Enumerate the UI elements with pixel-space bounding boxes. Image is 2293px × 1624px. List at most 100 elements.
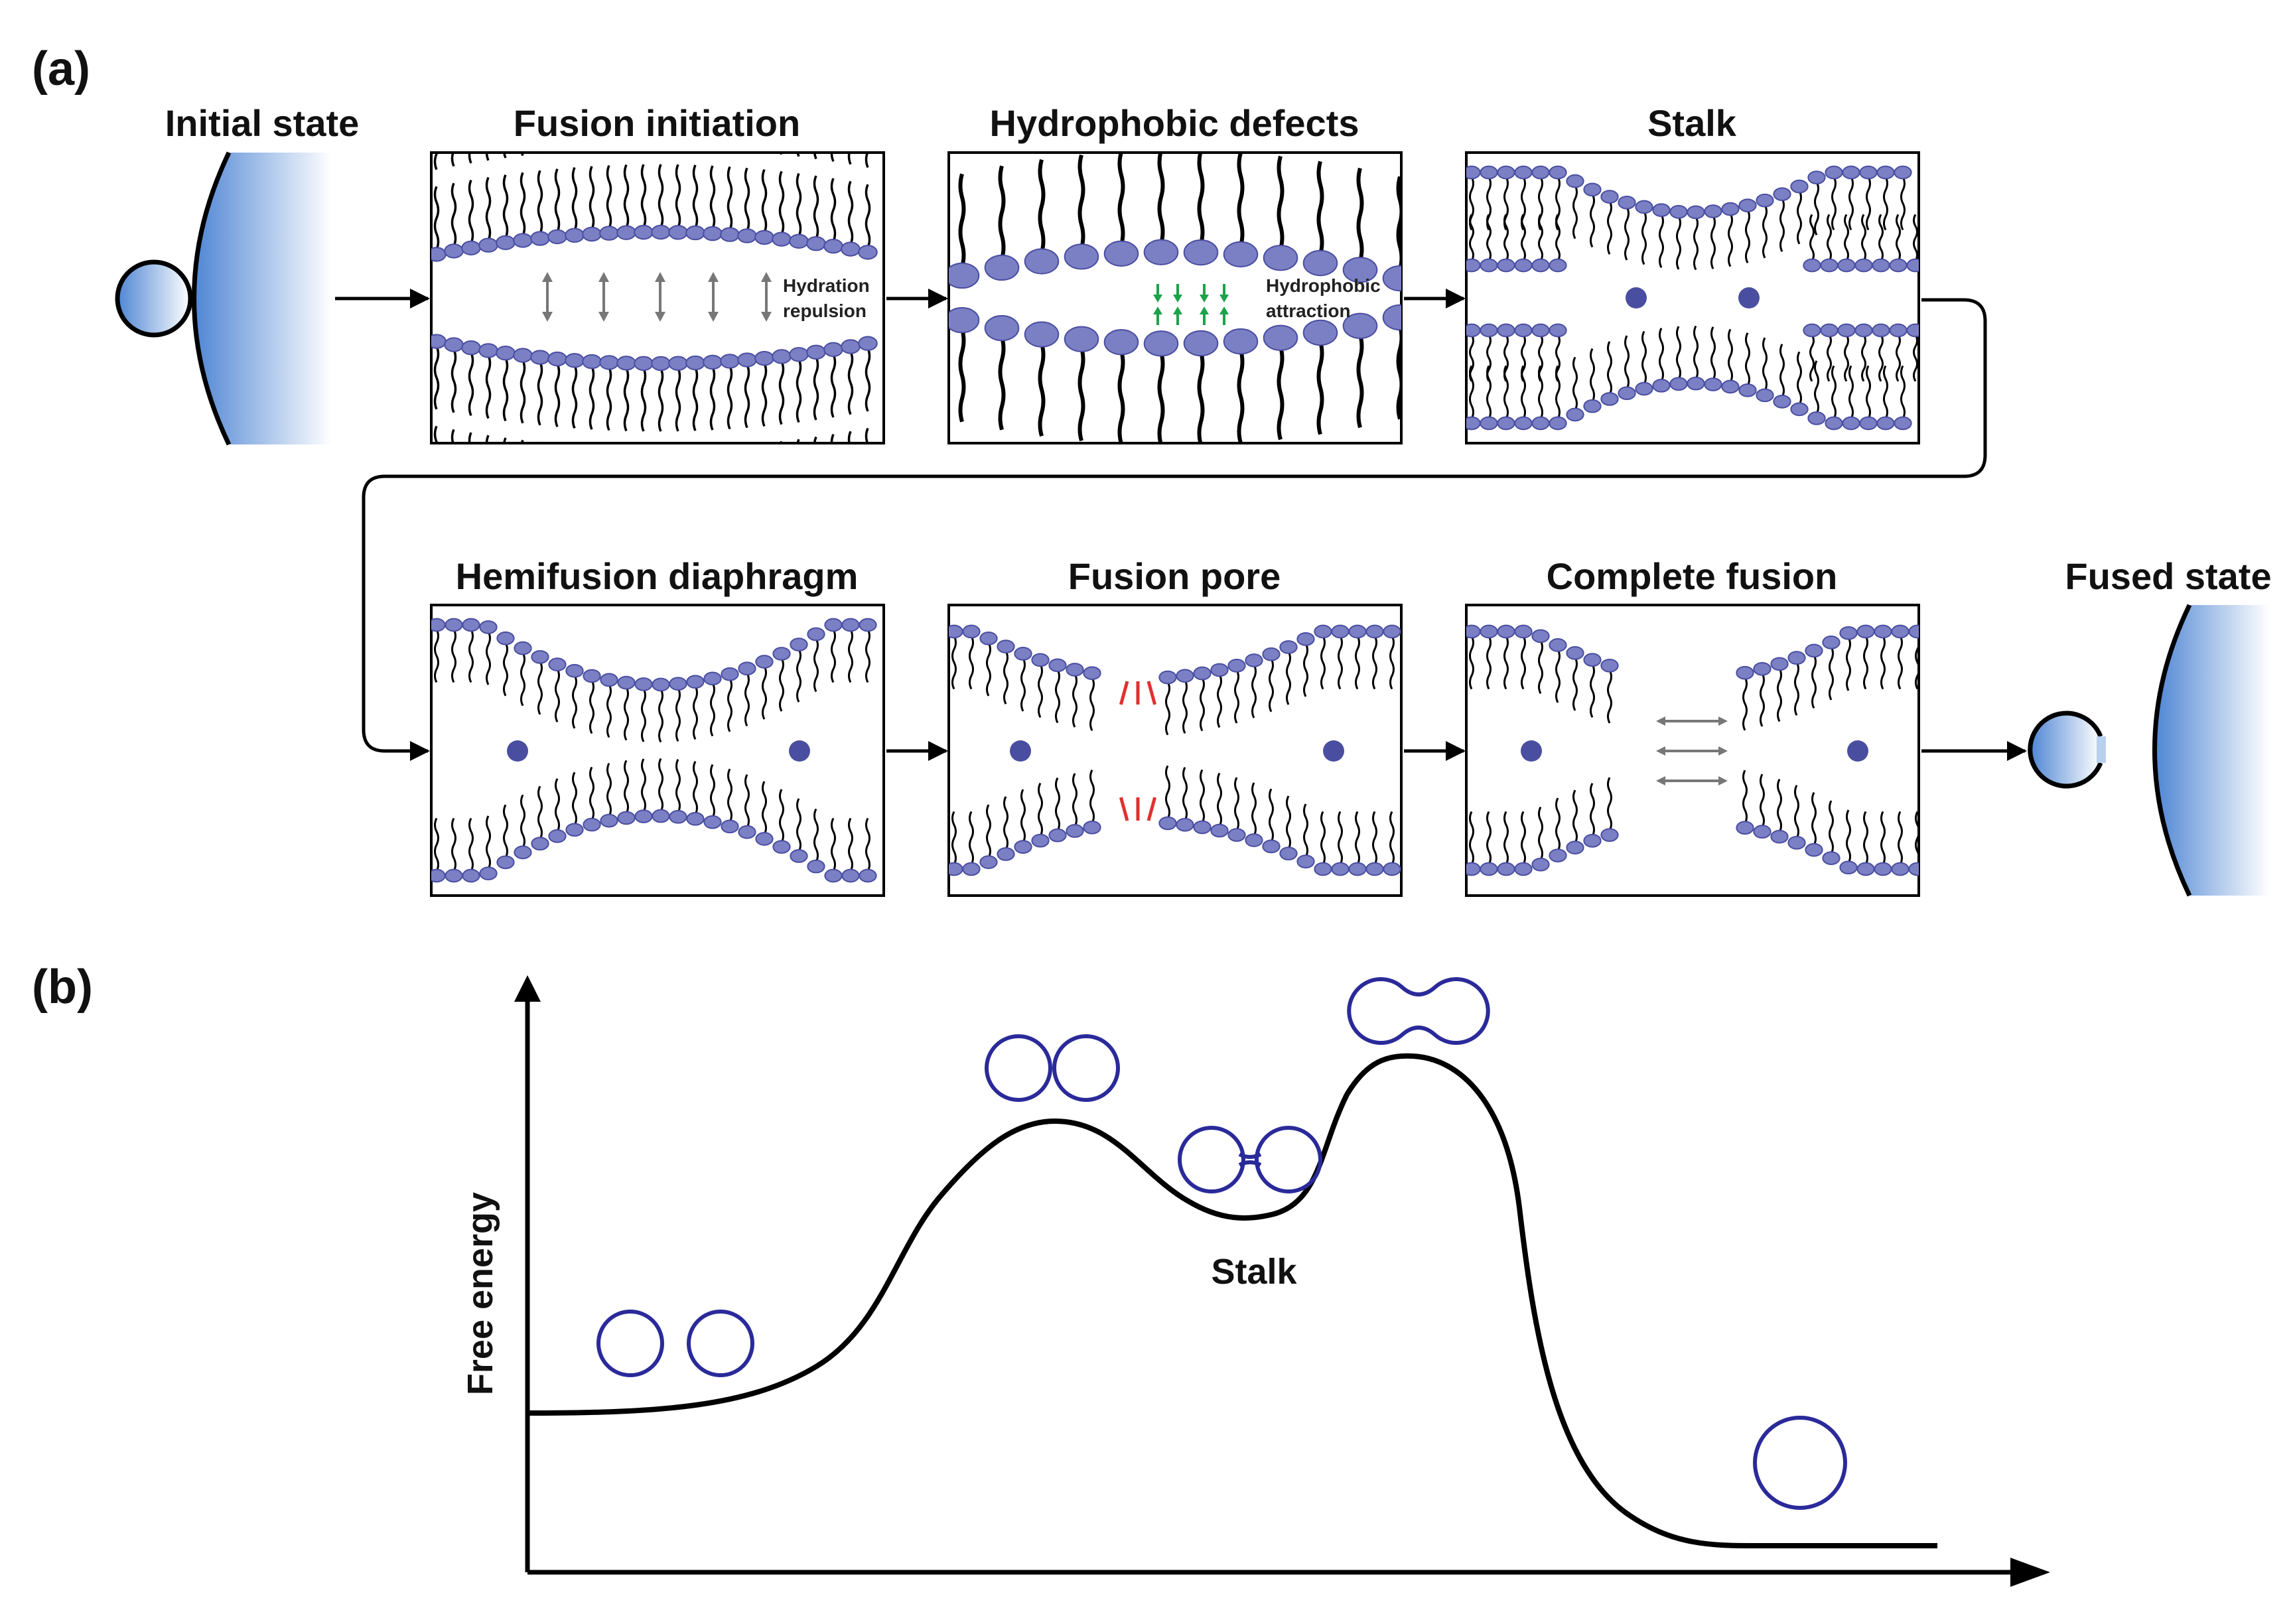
lipid-headgroup <box>1652 378 1671 393</box>
lipid-tail <box>658 368 664 432</box>
lipid-tail <box>537 362 543 426</box>
lipid-headgroup <box>1600 190 1619 204</box>
lipid-headgroup <box>1820 258 1839 273</box>
stalk-vesicles-icon <box>1178 1126 1322 1193</box>
lipid-headgroup <box>1263 244 1298 271</box>
lipid-tail <box>1863 811 1868 866</box>
lipid-tail <box>1234 777 1239 831</box>
lipid-headgroup <box>669 809 687 824</box>
lipid-headgroup <box>1687 376 1705 391</box>
lipid-tail <box>675 368 681 432</box>
lipid-tail <box>1760 673 1765 727</box>
lipid-tail <box>969 635 974 690</box>
lipid-headgroup <box>772 349 792 364</box>
lipid-tail <box>813 808 819 863</box>
lipid-headgroup <box>1176 817 1194 832</box>
lipid-tail <box>744 167 750 232</box>
lipid-tail <box>608 447 611 510</box>
lipid-headgroup <box>1687 205 1705 220</box>
lipid-headgroup <box>1854 258 1873 273</box>
lipid-headgroup <box>1854 323 1873 338</box>
lipid-tail <box>434 628 439 683</box>
lipid-headgroup <box>824 496 843 509</box>
lipid-tail <box>1590 193 1595 248</box>
lipid-headgroup <box>617 73 636 86</box>
lipid-headgroup <box>1908 624 1919 639</box>
lipid-headgroup <box>1497 258 1515 273</box>
lipid-tail <box>1728 213 1733 267</box>
lipid-headgroup <box>565 353 585 368</box>
lipid-headgroup <box>824 618 843 632</box>
lipid-headgroup <box>1566 646 1584 660</box>
lipid-headgroup <box>1227 659 1246 673</box>
lipid-tail <box>572 772 577 826</box>
lipid-headgroup <box>1549 638 1567 652</box>
lipid-headgroup <box>841 339 861 354</box>
lipid-tail <box>847 351 854 415</box>
lipid-tail <box>1038 663 1043 718</box>
lipid-headgroup <box>1583 399 1602 413</box>
lipid-tail <box>831 817 836 872</box>
lipid-tail <box>1503 811 1509 866</box>
lipid-headgroup <box>1753 825 1772 839</box>
lipid-tail <box>744 364 750 429</box>
lipid-headgroup <box>754 350 774 366</box>
lipid-headgroup <box>1383 862 1401 876</box>
lipid-tail <box>502 174 509 239</box>
hydrophobic-note-line1: Hydrophobic <box>1266 275 1381 296</box>
lipid-headgroup <box>1635 381 1653 396</box>
lipid-headgroup <box>1704 204 1722 218</box>
lipid-headgroup <box>1210 663 1229 677</box>
lipid-tail <box>694 448 697 511</box>
lipid-headgroup <box>599 226 619 241</box>
lipid-headgroup <box>1183 330 1219 357</box>
lipid-headgroup <box>600 508 618 521</box>
lipid-headgroup <box>1894 416 1912 431</box>
lipid-headgroup <box>1342 312 1378 339</box>
lipid-tail <box>847 153 852 165</box>
lipid-tail <box>1320 635 1326 690</box>
lipid-tail <box>520 360 526 424</box>
lipid-tail <box>520 172 526 236</box>
lipid-headgroup <box>1497 862 1515 876</box>
lipid-tail <box>1829 800 1834 854</box>
lipid-tail <box>1200 677 1205 732</box>
lipid-tail <box>1846 809 1851 864</box>
lipid-tail <box>1710 326 1716 381</box>
lipid-headgroup <box>652 809 670 823</box>
lipid-tail <box>692 165 699 229</box>
lipid-headgroup <box>462 494 480 507</box>
lipid-headgroup <box>1770 657 1789 671</box>
lipid-headgroup <box>669 677 687 691</box>
lipid-headgroup <box>1383 624 1401 639</box>
lipid-tail <box>1883 365 1888 420</box>
lipid-tail <box>1555 334 1561 382</box>
lipid-tail <box>1486 214 1492 262</box>
lipid-tail <box>1486 334 1492 382</box>
lipid-headgroup <box>1263 324 1298 352</box>
lipid-headgroup <box>1531 416 1550 431</box>
lipid-headgroup <box>1083 666 1101 681</box>
lipid-headgroup <box>1143 239 1179 265</box>
lipid-tail <box>1762 204 1768 259</box>
lipid-headgroup <box>807 859 825 874</box>
lipid-tail <box>1607 669 1612 724</box>
lipid-headgroup <box>530 350 550 365</box>
lipid-tail <box>486 631 491 685</box>
lipid-tail <box>813 436 817 443</box>
lipid-headgroup <box>531 79 549 92</box>
lipid-headgroup <box>652 677 670 692</box>
lipid-headgroup <box>565 823 584 837</box>
lipid-headgroup <box>1210 823 1229 838</box>
lipid-tail <box>1572 356 1578 411</box>
lipid-tail <box>520 652 525 707</box>
lipid-headgroup <box>1193 820 1212 835</box>
lipid-headgroup <box>1549 323 1567 338</box>
lipid-tail <box>1607 341 1612 395</box>
lipid-tail <box>813 356 819 421</box>
lipid-headgroup <box>445 490 463 504</box>
lipid-headgroup <box>1583 833 1602 848</box>
lipid-headgroup <box>1874 862 1892 876</box>
pore-burst-mark <box>1119 797 1129 821</box>
stage-title-fused-state: Fused state <box>2065 555 2271 597</box>
